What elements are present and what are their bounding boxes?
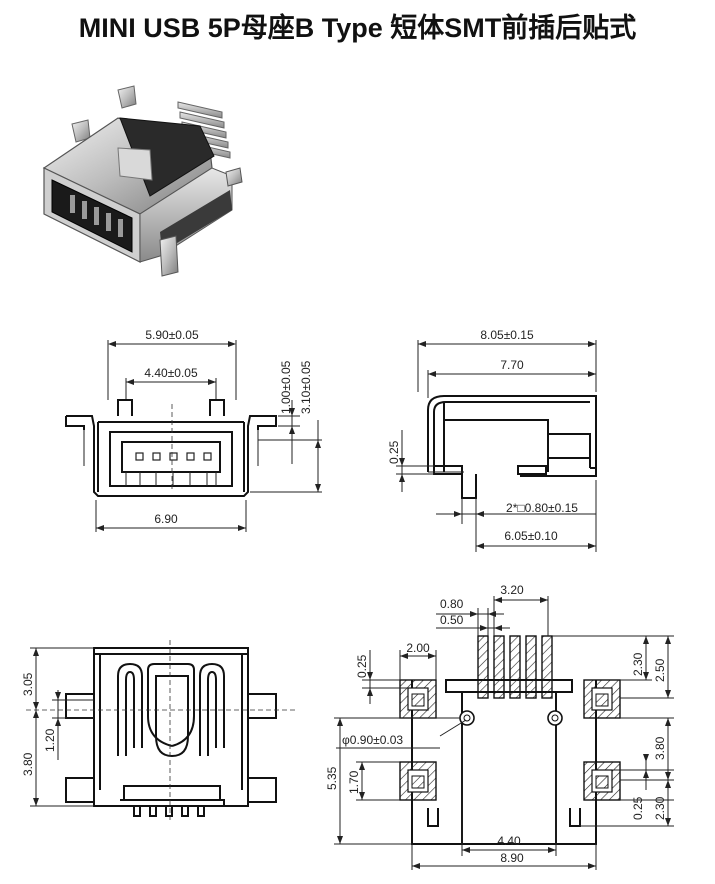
dim-3-20: 3.20 [500,583,524,597]
dim-1-20: 1.20 [43,728,57,752]
dim-8-05: 8.05±0.15 [480,328,534,342]
dim-hole: φ0.90±0.03 [342,733,403,747]
dim-3-80-right: 3.80 [653,736,667,760]
side-view: 8.05±0.15 7.70 0.25 2*□0.80±0.15 [387,328,597,552]
dim-0-25-bottom: 0.25 [631,796,645,820]
dim-2-30-top: 2.30 [631,652,645,676]
pcb-footprint: 3.20 0.80 0.50 2.00 0.25 [325,583,674,870]
dim-0-25-top: 0.25 [355,654,369,678]
bottom-view: 3.05 1.20 3.80 [21,640,296,820]
connector-photo [42,85,243,277]
dim-7-70: 7.70 [500,358,524,372]
dim-3-10: 3.10±0.05 [299,360,313,414]
dim-2-50: 2.50 [653,658,667,682]
dim-6-90: 6.90 [154,512,178,526]
dim-0-80: 0.80 [440,597,464,611]
dim-1-00: 1.00±0.05 [279,360,293,414]
dim-5-90: 5.90±0.05 [145,328,199,342]
dim-2-00: 2.00 [406,641,430,655]
dim-0-25-side: 0.25 [387,440,401,464]
dim-8-90: 8.90 [500,851,524,865]
dim-4-40-footprint: 4.40 [497,834,521,848]
page-title: MINI USB 5P母座B Type 短体SMT前插后贴式 [78,13,637,43]
dim-3-05: 3.05 [21,672,35,696]
dim-pin: 2*□0.80±0.15 [506,501,578,515]
dim-2-30-bottom: 2.30 [653,796,667,820]
front-view: 5.90±0.05 4.40±0.05 [65,328,322,532]
dim-3-80-bottom: 3.80 [21,752,35,776]
dim-4-40: 4.40±0.05 [144,366,198,380]
dim-5-35: 5.35 [325,766,339,790]
dim-1-70: 1.70 [347,770,361,794]
dim-6-05: 6.05±0.10 [504,529,558,543]
dim-0-50: 0.50 [440,613,464,627]
